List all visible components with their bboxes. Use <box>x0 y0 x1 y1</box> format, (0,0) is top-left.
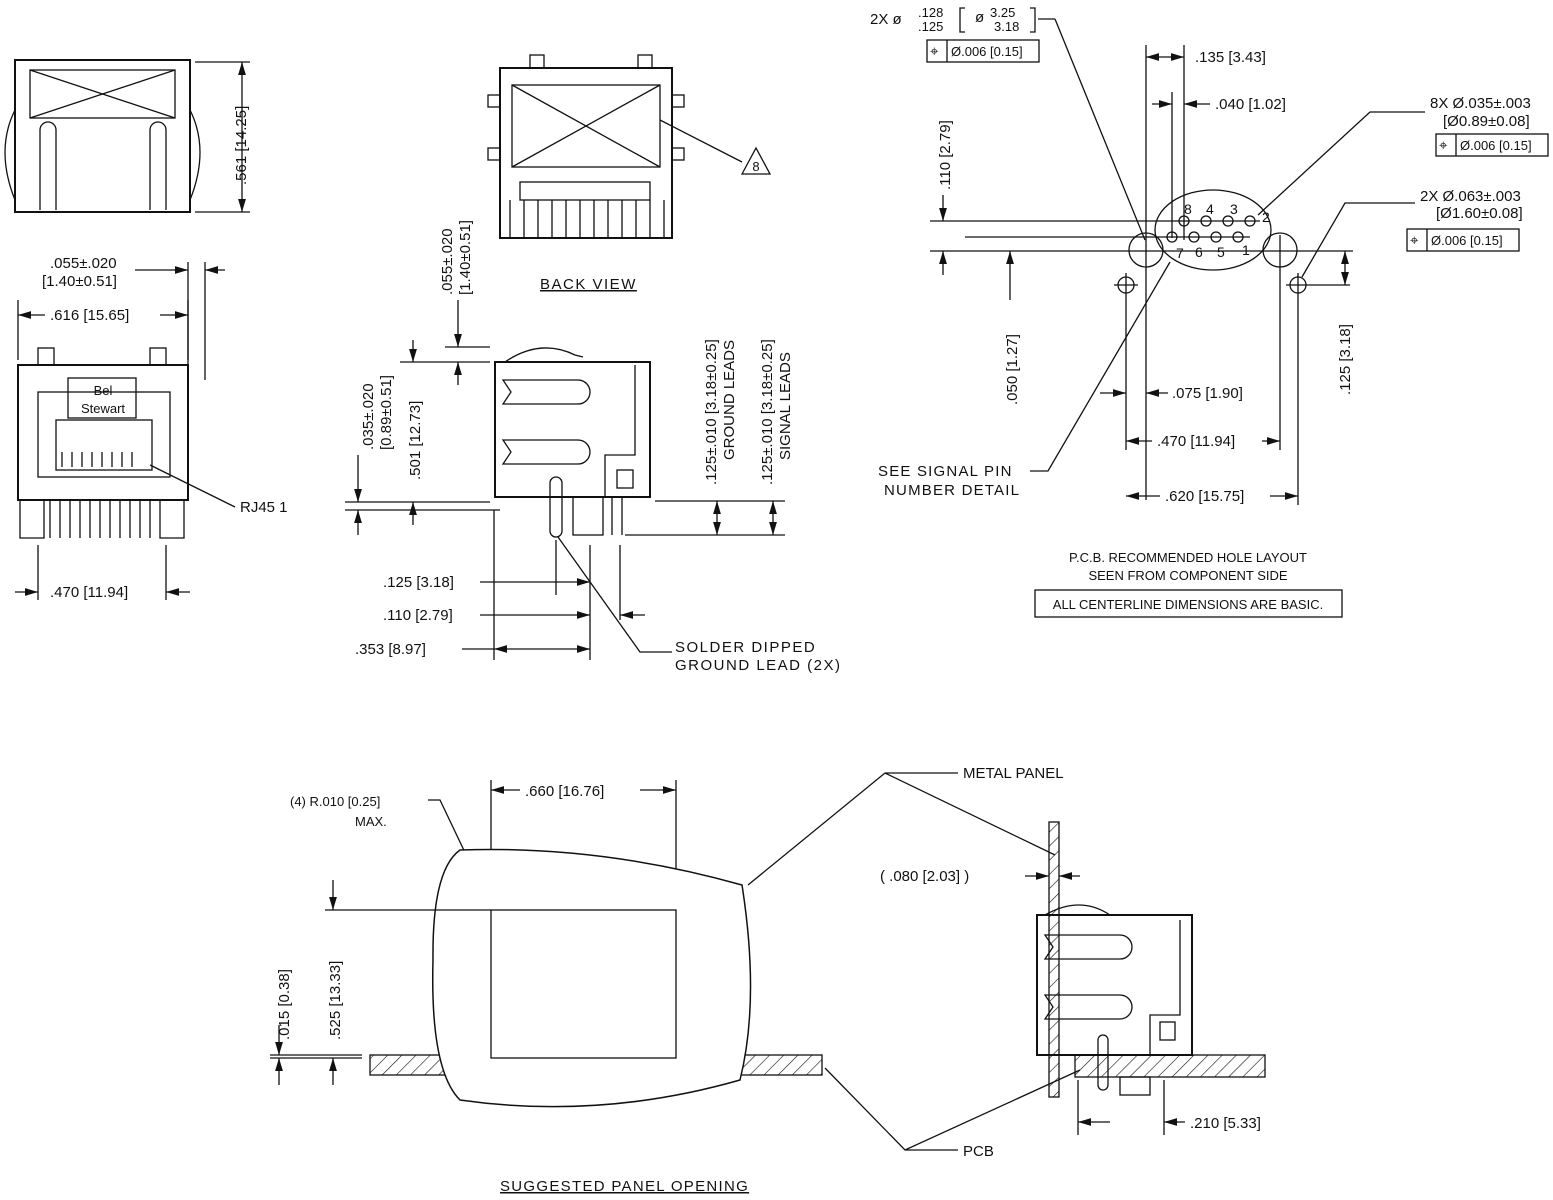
signal-lead-label: SIGNAL LEADS <box>777 352 794 460</box>
front-view-top: .561 [14.25] <box>4 59 250 213</box>
position-icon: ⌖ <box>930 43 939 60</box>
dim-110: .110 [2.79] <box>937 120 954 190</box>
front-height-dim: .561 [14.25] <box>233 106 250 185</box>
signal-lead-dim: .125±.010 [3.18±0.25] <box>759 339 776 485</box>
position-icon: ⌖ <box>1439 137 1448 154</box>
rj45-port-label: RJ45 1 <box>240 499 288 516</box>
front-lead-span-dim: .470 [11.94] <box>50 584 128 601</box>
signal-pin-holes <box>1166 215 1256 243</box>
side-tab-dim-mm: [1.40±0.51] <box>457 220 474 295</box>
dim-353: .353 [8.97] <box>355 641 426 658</box>
pcb-hole-layout: 2X ø .128 .125 ø 3.25 3.18 ⌖ Ø.006 [0.15… <box>870 5 1549 618</box>
dim-470: .470 [11.94] <box>1157 433 1235 450</box>
see-note-line-2: NUMBER DETAIL <box>884 482 1020 499</box>
pin-label: 6 <box>1195 244 1203 260</box>
front-view: .055±.020 [1.40±0.51] .616 [15.65] Bel S… <box>15 255 288 601</box>
front-tab-dim-mm: [1.40±0.51] <box>42 273 117 290</box>
solder-note-line-2: GROUND LEAD (2X) <box>675 657 842 674</box>
ground-hole-in: 2X Ø.063±.003 <box>1420 188 1521 205</box>
dim-015: .015 [0.38] <box>276 969 293 1040</box>
position-icon: ⌖ <box>1410 232 1419 249</box>
brand-line-2: Stewart <box>81 401 125 416</box>
dim-075: .075 [1.90] <box>1172 385 1243 402</box>
contact-pins <box>61 452 133 467</box>
signal-hole-mm: [Ø0.89±0.08] <box>1443 113 1530 130</box>
mount-hole-mm-min: 3.18 <box>994 19 1019 34</box>
basic-dimensions-note: ALL CENTERLINE DIMENSIONS ARE BASIC. <box>1053 597 1323 612</box>
side-tab-dim-in: .055±.020 <box>439 228 456 295</box>
front-width-dim: .616 [15.65] <box>50 307 129 324</box>
dim-040: .040 [1.02] <box>1215 96 1286 113</box>
ground-lead-dim: .125±.010 [3.18±0.25] <box>703 339 720 485</box>
mount-hole-prefix: 2X ø <box>870 11 902 28</box>
radius-note: (4) R.010 [0.25] <box>290 794 380 809</box>
radius-max: MAX. <box>355 814 387 829</box>
dim-135: .135 [3.43] <box>1195 49 1266 66</box>
ground-lead-label: GROUND LEADS <box>721 340 738 460</box>
layout-title-2: SEEN FROM COMPONENT SIDE <box>1088 568 1287 583</box>
back-view: 8 BACK VIEW <box>487 54 772 293</box>
mount-hole-max: .128 <box>918 5 943 20</box>
see-note-line-1: SEE SIGNAL PIN <box>878 463 1013 480</box>
pin-label: 2 <box>1262 209 1270 225</box>
pcb-label: PCB <box>963 1143 994 1160</box>
pin-label: 3 <box>1230 201 1238 217</box>
side-height-dim: .501 [12.73] <box>407 401 424 480</box>
panel-mount-side-view: METAL PANEL ( .080 [2.03] ) .210 [5.33] … <box>747 765 1266 1160</box>
mount-hole-mm-max: 3.25 <box>990 5 1015 20</box>
note-flag-triangle <box>740 146 772 175</box>
dim-050: .050 [1.27] <box>1004 334 1021 405</box>
tolerance-value: Ø.006 [0.15] <box>951 44 1023 59</box>
tolerance-frame-3: ⌖ Ø.006 [0.15] <box>1406 228 1520 252</box>
side-standoff-in: .035±.020 <box>360 383 377 450</box>
back-view-title: BACK VIEW <box>540 276 637 293</box>
pin-label: 5 <box>1217 244 1225 260</box>
panel-title: SUGGESTED PANEL OPENING <box>500 1178 749 1195</box>
pin-label: 1 <box>1242 242 1250 258</box>
dim-210: .210 [5.33] <box>1190 1115 1261 1132</box>
ground-hole-mm: [Ø1.60±0.08] <box>1436 205 1523 222</box>
tolerance-frame-1: ⌖ Ø.006 [0.15] <box>926 39 1040 63</box>
panel-breakout <box>431 848 752 1108</box>
tolerance-frame-2: ⌖ Ø.006 [0.15] <box>1435 133 1549 157</box>
pin-label: 4 <box>1206 201 1214 217</box>
dim-525: .525 [13.33] <box>327 961 344 1040</box>
brand-line-1: Bel <box>94 383 113 398</box>
dim-620: .620 [15.75] <box>1165 488 1244 505</box>
tolerance-value: Ø.006 [0.15] <box>1460 138 1532 153</box>
tolerance-value: Ø.006 [0.15] <box>1431 233 1503 248</box>
mount-hole-min: .125 <box>918 19 943 34</box>
dim-125: .125 [3.18] <box>1337 324 1354 395</box>
side-view: .055±.020 [1.40±0.51] .035±.020 [0.89±0.… <box>345 220 842 674</box>
panel-thickness-dim: ( .080 [2.03] ) <box>880 868 969 885</box>
layout-title-1: P.C.B. RECOMMENDED HOLE LAYOUT <box>1069 550 1307 565</box>
side-standoff-mm: [0.89±0.51] <box>378 375 395 450</box>
panel-width-dim: .660 [16.76] <box>525 783 604 800</box>
solder-note-line-1: SOLDER DIPPED <box>675 639 816 656</box>
panel-opening: (4) R.010 [0.25] MAX. .660 [16.76] .015 … <box>270 780 823 1195</box>
dim-110: .110 [2.79] <box>383 607 453 624</box>
pin-label: 7 <box>1176 245 1184 261</box>
signal-hole-in: 8X Ø.035±.003 <box>1430 95 1531 112</box>
metal-panel-label: METAL PANEL <box>963 765 1064 782</box>
note-flag-number: 8 <box>752 159 759 174</box>
front-tab-dim-in: .055±.020 <box>50 255 117 272</box>
diameter-symbol: ø <box>975 9 984 26</box>
dim-125: .125 [3.18] <box>383 574 454 591</box>
pin-label: 8 <box>1184 201 1192 217</box>
